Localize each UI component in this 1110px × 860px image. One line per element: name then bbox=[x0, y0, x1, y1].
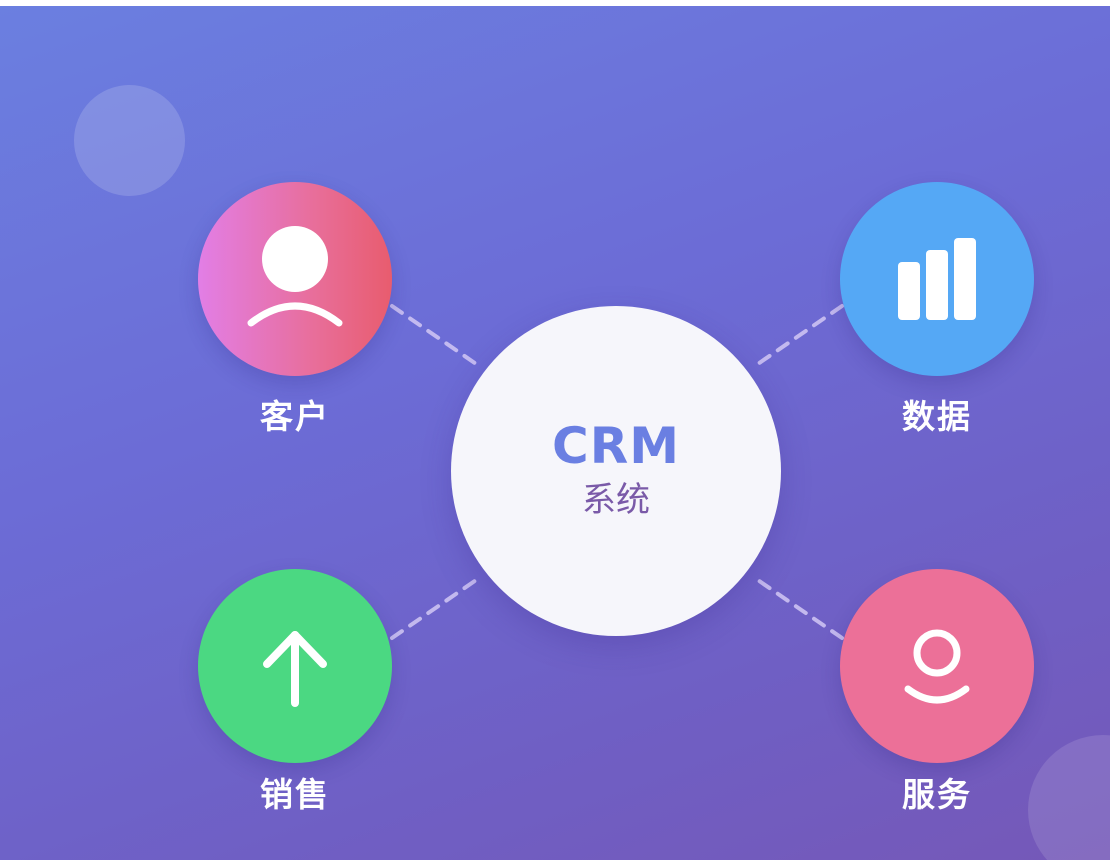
customer-label: 客户 bbox=[260, 397, 330, 436]
data-node bbox=[840, 182, 1034, 376]
arrow-up-icon bbox=[263, 631, 327, 707]
center-subtitle: 系统 bbox=[582, 480, 650, 520]
data-label: 数据 bbox=[902, 397, 972, 436]
customer-node bbox=[198, 182, 392, 376]
service-node bbox=[840, 569, 1034, 763]
sales-node bbox=[198, 569, 392, 763]
sales-label: 销售 bbox=[260, 775, 330, 814]
center-title: CRM bbox=[552, 417, 680, 475]
decorative-bubble bbox=[74, 85, 185, 196]
connector-service bbox=[750, 574, 844, 640]
crm-diagram: CRM 系统 客户 数据 销售 服务 bbox=[0, 6, 1110, 860]
support-person-icon bbox=[904, 629, 970, 704]
connector-data bbox=[750, 304, 844, 370]
service-label: 服务 bbox=[902, 775, 972, 814]
connector-lines bbox=[390, 304, 844, 640]
user-icon bbox=[247, 226, 343, 327]
connector-sales bbox=[390, 574, 484, 640]
crm-center-node: CRM 系统 bbox=[451, 306, 781, 636]
bar-chart-icon bbox=[898, 238, 976, 320]
connector-customer bbox=[390, 304, 484, 370]
